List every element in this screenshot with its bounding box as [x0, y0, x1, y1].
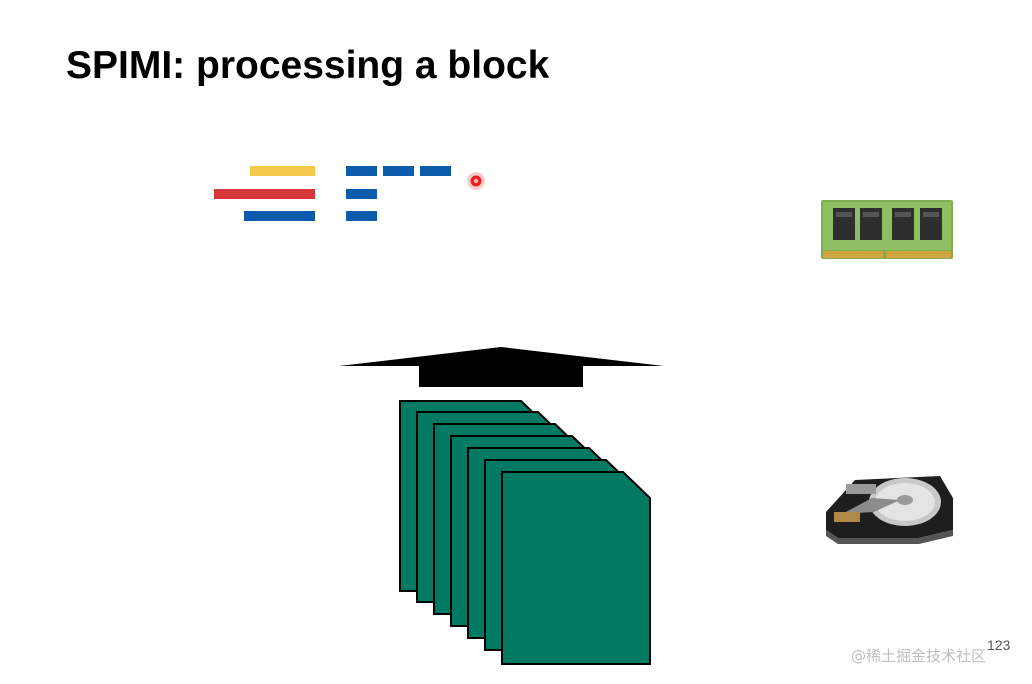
dictionary-terms	[214, 166, 315, 221]
laser-pointer-dot	[467, 172, 485, 190]
document-block-stack	[399, 400, 651, 665]
posting-3-1	[346, 211, 377, 221]
term-bar-yellow	[250, 166, 315, 176]
posting-1-3	[420, 166, 451, 176]
posting-1-2	[383, 166, 414, 176]
postings-lists	[346, 166, 451, 221]
posting-2-1	[346, 189, 377, 199]
hard-disk-icon	[826, 476, 953, 544]
term-bar-blue	[244, 211, 315, 221]
slide-title: SPIMI: processing a block	[66, 44, 550, 87]
term-bar-red	[214, 189, 315, 199]
posting-1-1	[346, 166, 377, 176]
document-block	[501, 471, 651, 665]
up-arrow-icon	[339, 347, 664, 387]
ram-module-icon	[821, 200, 953, 259]
watermark: @稀土掘金技术社区	[851, 647, 987, 665]
page-number: 123	[987, 637, 1011, 653]
